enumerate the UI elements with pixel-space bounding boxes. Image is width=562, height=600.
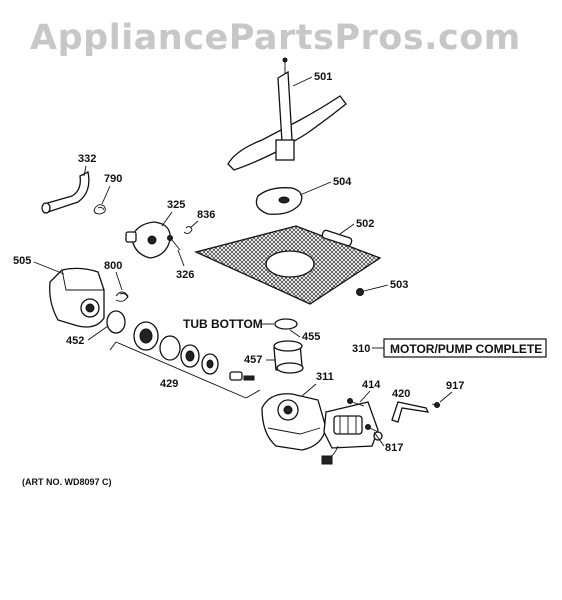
part-503	[356, 288, 364, 296]
hose-332	[41, 171, 90, 214]
callout-800: 800	[104, 260, 122, 272]
screw-917	[431, 402, 441, 408]
callout-420: 420	[392, 388, 410, 400]
callout-502: 502	[356, 218, 374, 230]
leader-505	[33, 261, 65, 275]
callout-414: 414	[362, 379, 381, 391]
art-number: (ART NO. WD8097 C)	[22, 477, 112, 487]
callout-817: 817	[385, 442, 403, 454]
screw-414	[347, 398, 365, 407]
clamp-790	[93, 204, 106, 215]
callout-311: 311	[316, 371, 334, 383]
tub-bottom-label: TUB BOTTOM	[183, 317, 263, 331]
callout-457: 457	[244, 354, 262, 366]
callout-836: 836	[197, 209, 215, 221]
tub-bottom-502	[194, 225, 382, 305]
ring-452	[106, 310, 126, 334]
leader-790	[101, 185, 111, 205]
leader-817	[373, 431, 385, 447]
motor	[321, 401, 383, 465]
bracket-420	[391, 401, 430, 423]
callout-790: 790	[104, 173, 122, 185]
callout-429: 429	[160, 378, 178, 390]
callout-332: 332	[78, 153, 96, 165]
part-504	[255, 187, 303, 215]
parts-group-429	[109, 321, 261, 399]
gasket-455	[274, 318, 298, 330]
motor-pump-box	[383, 338, 547, 358]
leader-455	[289, 329, 301, 338]
leader-452	[87, 325, 109, 341]
leader-502	[339, 223, 355, 235]
callout-455: 455	[302, 331, 320, 343]
callout-325: 325	[167, 199, 185, 211]
screw-817	[365, 424, 379, 433]
part-325	[125, 221, 171, 259]
callout-310: 310	[352, 343, 370, 355]
collar-457	[273, 340, 304, 374]
clamp-800	[115, 291, 129, 302]
leader-836	[189, 220, 199, 229]
motor-pump-label: MOTOR/PUMP COMPLETE	[390, 342, 542, 356]
leader-332	[83, 165, 87, 177]
callout-501: 501	[314, 71, 332, 83]
leader-414	[359, 390, 371, 403]
watermark: AppliancePartsPros.com	[30, 18, 521, 58]
leader-311	[301, 383, 317, 397]
screw-326	[167, 235, 181, 251]
callout-452: 452	[66, 335, 84, 347]
leader-325	[161, 211, 173, 227]
housing-505	[49, 267, 105, 328]
leader-326	[177, 249, 185, 267]
leader-504	[299, 181, 332, 196]
pump-311	[261, 393, 327, 451]
callout-505: 505	[13, 255, 31, 267]
spray-arm-501	[227, 57, 347, 171]
clip-836	[183, 225, 193, 235]
leader-800	[115, 271, 123, 291]
callout-326: 326	[176, 269, 194, 281]
leader-501	[292, 76, 313, 87]
leader-503	[363, 284, 389, 292]
callout-503: 503	[390, 279, 408, 291]
callout-917: 917	[446, 380, 464, 392]
leader-917	[439, 391, 453, 403]
callout-504: 504	[333, 176, 352, 188]
